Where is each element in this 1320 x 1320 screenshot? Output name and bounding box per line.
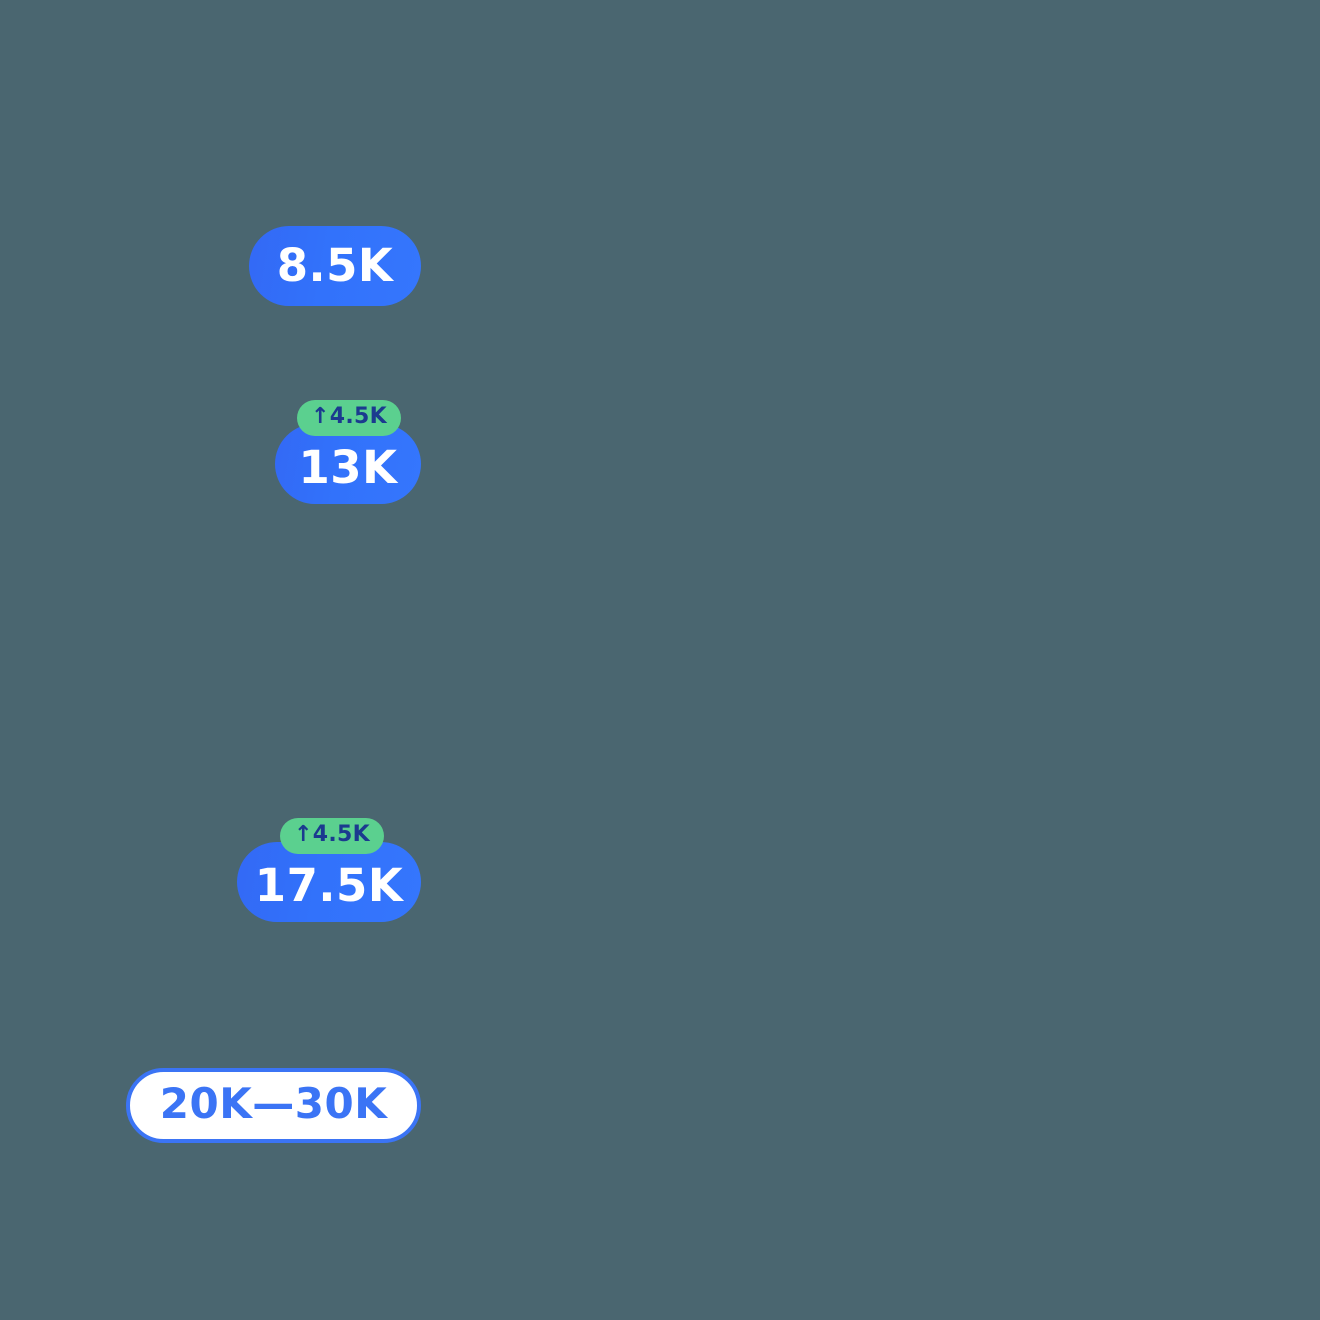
delta-badge-2[interactable]: ↑4.5K xyxy=(297,400,401,436)
value-pill-1[interactable]: 8.5K xyxy=(249,226,421,306)
value-pill-1-label: 8.5K xyxy=(276,238,394,292)
range-pill-label: 20K—30K xyxy=(159,1078,388,1128)
delta-badge-3[interactable]: ↑4.5K xyxy=(280,818,384,854)
range-pill[interactable]: 20K—30K xyxy=(126,1068,421,1143)
value-pill-3-label: 17.5K xyxy=(254,858,404,912)
value-pill-2-label: 13K xyxy=(298,440,398,494)
arrow-up-icon: ↑4.5K xyxy=(294,822,370,847)
value-pill-3[interactable]: 17.5K xyxy=(237,842,421,922)
arrow-up-icon: ↑4.5K xyxy=(311,404,387,429)
value-pill-2[interactable]: 13K xyxy=(275,424,421,504)
